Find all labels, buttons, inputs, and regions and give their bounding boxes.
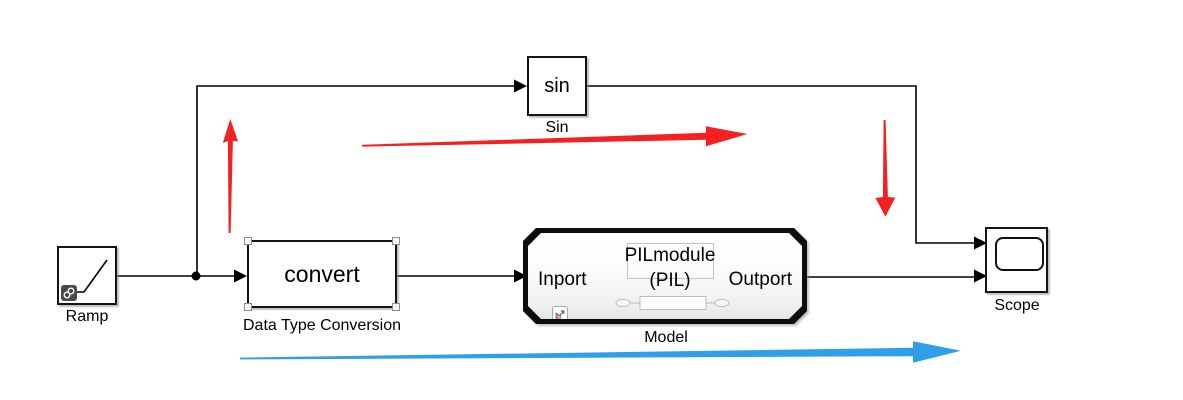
model-reference-icon	[552, 306, 568, 319]
sin-label: Sin	[545, 119, 569, 136]
red-arrow-down[interactable]	[875, 120, 896, 217]
data-type-conversion-label: Data Type Conversion	[242, 317, 402, 334]
data-type-conversion-block[interactable]: convert	[244, 237, 400, 311]
wire-sin-to-scope[interactable]	[587, 85, 974, 244]
sin-block[interactable]: sin	[527, 56, 587, 116]
library-link-icon	[61, 285, 77, 301]
model-block-body: PILmodule (PIL) Inport Outport	[528, 233, 802, 319]
model-title: PILmodule	[624, 245, 716, 266]
model-block-frame: PILmodule (PIL) Inport Outport	[523, 228, 807, 324]
arrowhead-conversion-input	[234, 269, 247, 283]
scope-block[interactable]	[985, 227, 1048, 293]
selection-handle-top-right[interactable]	[392, 237, 400, 245]
ramp-block[interactable]	[57, 246, 117, 305]
red-arrow-right[interactable]	[362, 126, 748, 147]
selection-handle-top-left[interactable]	[244, 237, 252, 245]
model-label: Model	[644, 329, 688, 346]
selection-handle-bottom-left[interactable]	[244, 303, 252, 311]
arrowhead-model-input	[514, 269, 527, 283]
red-arrow-up[interactable]	[222, 119, 238, 233]
conversion-block-text: convert	[284, 260, 360, 287]
branch-point[interactable]	[191, 271, 201, 281]
model-outport-label: Outport	[728, 269, 792, 290]
scope-screen-icon	[995, 237, 1044, 271]
model-name-box	[627, 243, 714, 279]
wire-branch-to-sin[interactable]	[196, 85, 514, 276]
blue-arrow-right[interactable]	[240, 341, 961, 363]
model-inport-label: Inport	[538, 269, 587, 290]
arrowhead-scope-input-2	[974, 269, 987, 283]
model-reference-block[interactable]: PILmodule (PIL) Inport Outport	[523, 228, 807, 324]
arrowhead-sin-input	[514, 79, 527, 93]
model-subtitle: (PIL)	[649, 270, 691, 291]
sin-block-text: sin	[544, 74, 570, 97]
ramp-label: Ramp	[65, 308, 109, 325]
selection-handle-bottom-right[interactable]	[392, 303, 400, 311]
model-thumbnail-diagram	[615, 296, 730, 310]
scope-label: Scope	[994, 297, 1040, 314]
arrowhead-scope-input-1	[974, 236, 987, 250]
